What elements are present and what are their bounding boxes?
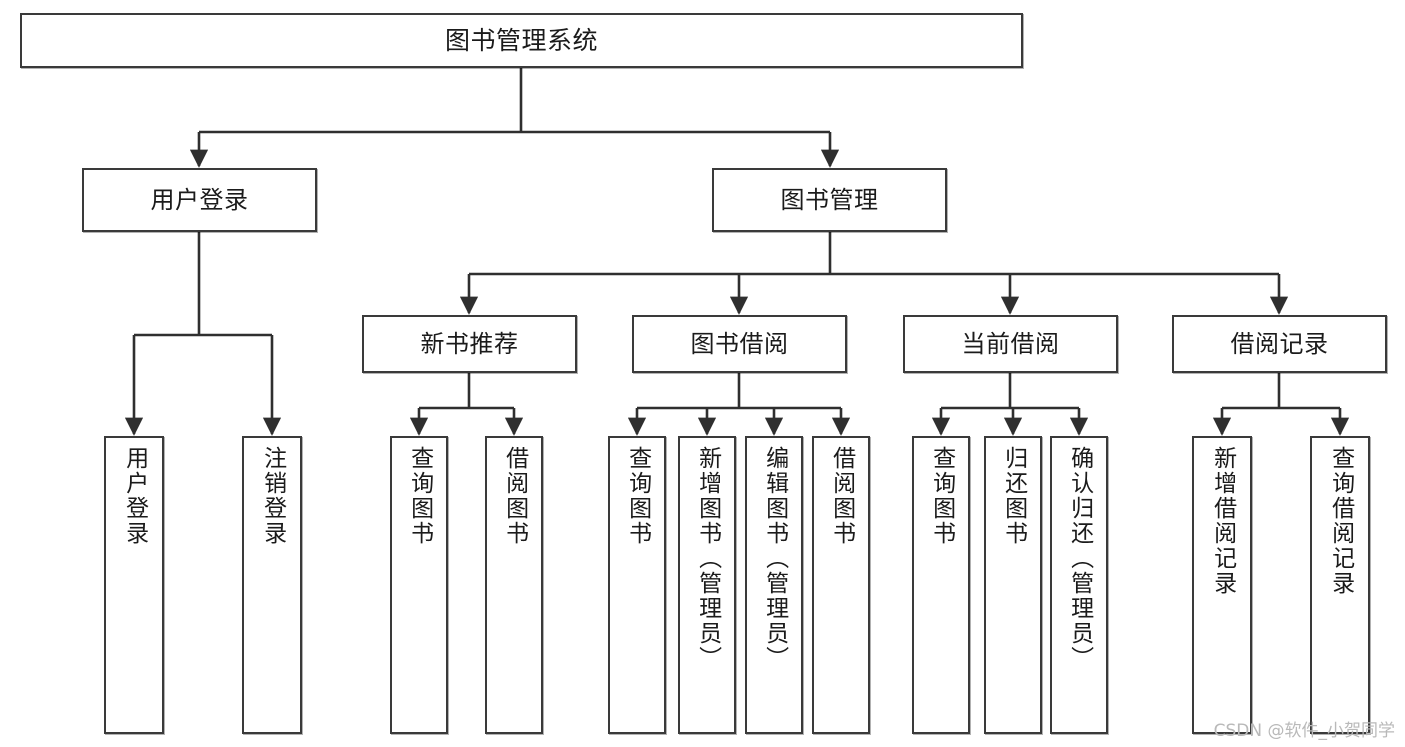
node-leaf-confirm-return[interactable]: 确认归还（管理员） (1050, 436, 1108, 734)
node-leaf-edit-book-label: 编辑图书（管理员） (761, 446, 788, 671)
node-leaf-add-record[interactable]: 新增借阅记录 (1192, 436, 1252, 734)
node-leaf-user-logout[interactable]: 注销登录 (242, 436, 302, 734)
node-leaf-query-book-rec-label: 查询图书 (406, 446, 433, 546)
node-leaf-add-record-label: 新增借阅记录 (1209, 446, 1236, 596)
node-new-book-rec-label: 新书推荐 (420, 329, 519, 358)
node-leaf-confirm-return-label: 确认归还（管理员） (1066, 446, 1093, 671)
node-root[interactable]: 图书管理系统 (20, 13, 1023, 68)
node-leaf-user-logout-label: 注销登录 (259, 446, 286, 546)
node-leaf-user-login-label: 用户登录 (121, 446, 148, 546)
node-book-borrow-label: 图书借阅 (690, 329, 789, 358)
node-leaf-borrow-book-rec-label: 借阅图书 (501, 446, 528, 546)
node-leaf-add-book[interactable]: 新增图书（管理员） (678, 436, 736, 734)
node-leaf-return-book[interactable]: 归还图书 (984, 436, 1042, 734)
node-book-borrow[interactable]: 图书借阅 (632, 315, 847, 373)
node-current-borrow[interactable]: 当前借阅 (903, 315, 1118, 373)
node-leaf-add-book-label: 新增图书（管理员） (694, 446, 721, 671)
node-leaf-query-record-label: 查询借阅记录 (1327, 446, 1354, 596)
node-borrow-record-label: 借阅记录 (1230, 329, 1329, 358)
node-leaf-borrow-book-bb-label: 借阅图书 (828, 446, 855, 546)
node-book-manage-label: 图书管理 (780, 185, 879, 214)
node-leaf-borrow-book-bb[interactable]: 借阅图书 (812, 436, 870, 734)
node-leaf-return-book-label: 归还图书 (1000, 446, 1027, 546)
node-user-login-label: 用户登录 (150, 185, 249, 214)
node-leaf-query-book-rec[interactable]: 查询图书 (390, 436, 448, 734)
node-borrow-record[interactable]: 借阅记录 (1172, 315, 1387, 373)
csdn-watermark: CSDN @软件_小贺同学 (1213, 721, 1395, 741)
node-leaf-query-book-bb[interactable]: 查询图书 (608, 436, 666, 734)
node-root-label: 图书管理系统 (444, 25, 598, 55)
node-leaf-query-book-bb-label: 查询图书 (624, 446, 651, 546)
node-leaf-borrow-book-rec[interactable]: 借阅图书 (485, 436, 543, 734)
node-leaf-query-book-cb[interactable]: 查询图书 (912, 436, 970, 734)
node-book-manage[interactable]: 图书管理 (712, 168, 947, 232)
node-current-borrow-label: 当前借阅 (961, 329, 1060, 358)
node-leaf-query-record[interactable]: 查询借阅记录 (1310, 436, 1370, 734)
node-leaf-edit-book[interactable]: 编辑图书（管理员） (745, 436, 803, 734)
node-user-login[interactable]: 用户登录 (82, 168, 317, 232)
node-new-book-rec[interactable]: 新书推荐 (362, 315, 577, 373)
node-leaf-query-book-cb-label: 查询图书 (928, 446, 955, 546)
node-leaf-user-login[interactable]: 用户登录 (104, 436, 164, 734)
